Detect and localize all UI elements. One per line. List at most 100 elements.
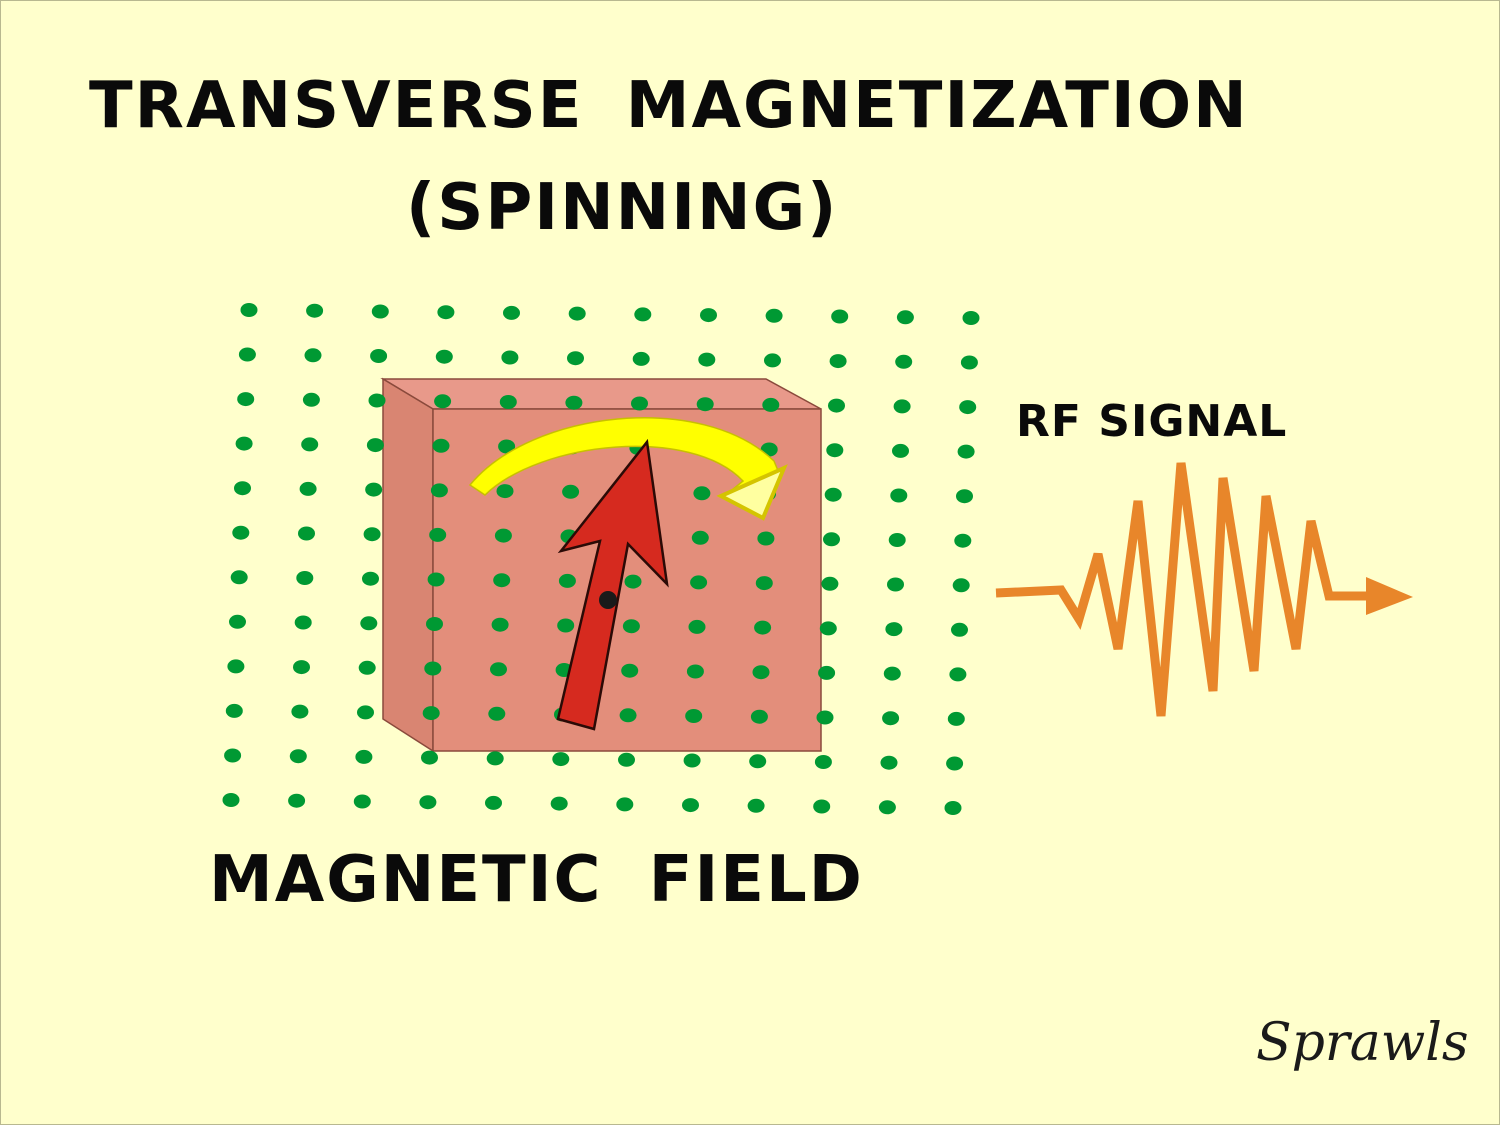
field-dot <box>355 749 373 764</box>
field-dot <box>298 526 315 541</box>
field-dot <box>371 304 389 319</box>
field-dot <box>229 614 246 629</box>
field-dot <box>485 795 502 810</box>
field-dot <box>358 660 376 675</box>
field-dot <box>962 311 980 325</box>
field-dot <box>370 349 388 363</box>
field-dot <box>819 621 837 636</box>
field-dot <box>816 710 834 725</box>
field-dot <box>951 622 968 637</box>
field-dot <box>429 527 447 542</box>
field-dot <box>557 618 575 633</box>
title-line-1: TRANSVERSE MAGNETIZATION <box>89 69 1249 143</box>
field-dot <box>368 393 386 408</box>
field-dot <box>616 797 634 812</box>
field-dot <box>688 619 706 634</box>
field-dot <box>685 709 703 723</box>
field-dot <box>434 394 452 409</box>
field-dot <box>829 354 847 369</box>
arrow-pivot-dot <box>599 591 617 609</box>
field-dot <box>700 308 717 323</box>
field-dot <box>959 400 977 415</box>
field-dot <box>624 574 642 589</box>
field-dot <box>826 443 844 458</box>
field-dot <box>882 711 900 726</box>
field-dot <box>956 489 973 504</box>
field-dot <box>946 756 964 771</box>
field-dot <box>550 796 568 811</box>
field-dot <box>222 793 240 807</box>
field-dot <box>422 706 440 721</box>
field-dot <box>952 578 970 593</box>
field-dot <box>357 705 374 720</box>
field-dot <box>437 305 455 320</box>
field-dot <box>498 439 516 454</box>
field-dot <box>892 443 909 458</box>
field-dot <box>957 444 975 459</box>
field-dot <box>619 708 637 723</box>
field-dot <box>690 575 708 590</box>
field-dot <box>818 665 836 680</box>
field-dot <box>831 309 849 324</box>
magnetic-field-dots-front <box>288 348 913 815</box>
field-dot <box>885 622 903 637</box>
field-dot <box>883 666 901 681</box>
field-dot <box>430 483 448 498</box>
field-dot <box>291 704 309 719</box>
field-dot <box>686 664 704 679</box>
field-dot <box>427 572 445 587</box>
field-dot <box>755 576 773 591</box>
field-dot <box>631 396 648 411</box>
field-dot <box>294 615 312 630</box>
field-dot <box>954 533 972 548</box>
rf-wave-arrow-icon <box>995 462 1413 717</box>
field-dot <box>765 308 783 323</box>
field-dot <box>823 532 840 547</box>
field-dot <box>622 619 640 634</box>
field-dot <box>296 571 314 585</box>
field-dot <box>225 703 243 718</box>
field-dot <box>234 481 251 496</box>
field-dot <box>880 755 898 770</box>
field-dot <box>890 488 908 503</box>
field-dot <box>887 577 904 592</box>
field-dot <box>224 748 242 763</box>
field-dot <box>634 307 652 322</box>
field-dot <box>237 392 255 407</box>
field-dot <box>757 531 775 546</box>
field-dot <box>503 305 520 320</box>
field-dot <box>750 709 768 724</box>
field-dot <box>893 399 911 414</box>
magnetic-field-dots-back <box>222 303 980 815</box>
field-dot <box>486 751 504 766</box>
field-dot <box>754 620 772 635</box>
field-dot <box>696 397 714 412</box>
field-dot <box>682 798 699 813</box>
field-dot <box>230 570 248 585</box>
field-dot <box>501 350 519 365</box>
field-dot <box>494 528 512 543</box>
field-dot <box>618 752 635 767</box>
field-dot <box>944 801 962 815</box>
field-dot <box>567 351 584 366</box>
field-dot <box>227 659 245 674</box>
rf-signal-arrowhead <box>1366 577 1413 615</box>
magnetic-field-label: MAGNETIC FIELD <box>209 843 864 917</box>
field-dot <box>304 348 322 363</box>
field-dot <box>888 533 906 547</box>
field-dot <box>558 573 576 588</box>
block-left-face <box>382 377 434 753</box>
field-dot <box>238 347 256 362</box>
field-dot <box>895 354 913 369</box>
rotation-arrowhead <box>716 464 788 521</box>
field-dot <box>698 352 716 367</box>
field-dot <box>764 353 781 368</box>
field-dot <box>362 571 379 586</box>
title-line-2: (SPINNING) <box>406 171 839 245</box>
field-dot <box>306 303 324 318</box>
field-dot <box>421 750 438 765</box>
red-arrow-icon <box>556 438 669 731</box>
field-dot <box>499 395 517 409</box>
field-dot <box>301 437 319 452</box>
